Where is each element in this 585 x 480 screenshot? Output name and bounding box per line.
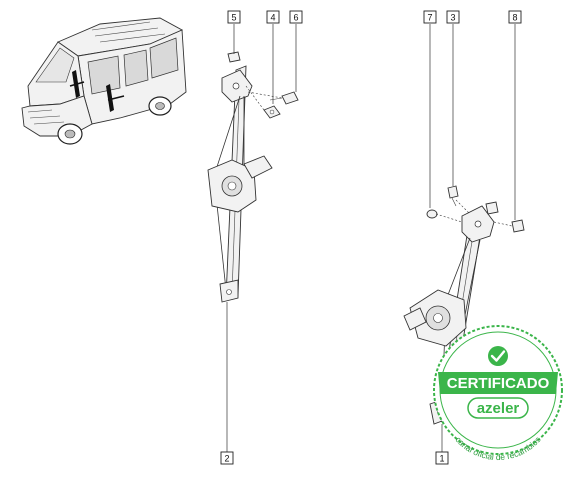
callout-8: 8 <box>508 10 522 24</box>
callout-label: 4 <box>270 13 275 23</box>
callout-label: 1 <box>439 454 444 464</box>
callout-label: 6 <box>293 13 298 23</box>
seal-title: CERTIFICADO <box>447 375 550 392</box>
callout-5: 5 <box>227 10 241 24</box>
callout-2: 2 <box>220 451 234 465</box>
callout-label: 5 <box>231 13 236 23</box>
callout-label: 8 <box>512 13 517 23</box>
van-illustration <box>21 17 187 145</box>
callout-label: 7 <box>427 13 432 23</box>
callout-1: 1 <box>435 451 449 465</box>
callout-label: 2 <box>224 454 229 464</box>
certificado-seal: CERTIFICADO azeler canal oficial de reca… <box>433 325 563 462</box>
callout-3: 3 <box>446 10 460 24</box>
callout-6: 6 <box>289 10 303 24</box>
callout-4: 4 <box>266 10 280 24</box>
checkmark-icon <box>488 346 508 366</box>
callout-leaders <box>226 24 516 452</box>
seal-brand: azeler <box>477 400 520 417</box>
callout-7: 7 <box>423 10 437 24</box>
callout-label: 3 <box>450 13 455 23</box>
left-window-regulator <box>207 51 299 303</box>
